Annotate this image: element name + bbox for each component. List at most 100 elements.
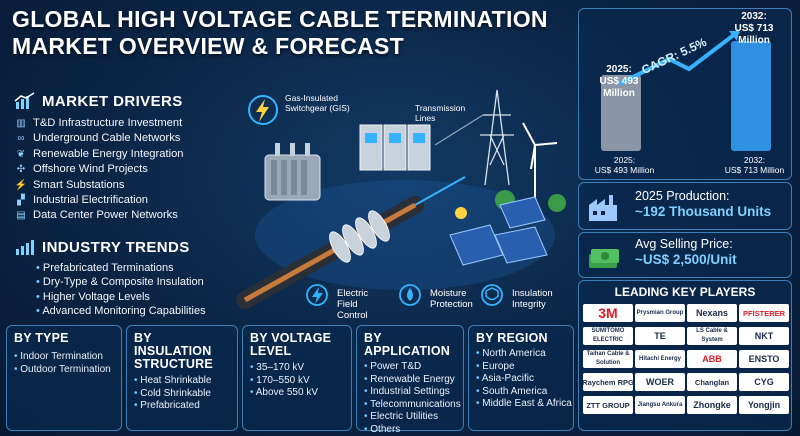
segment-item: Others (364, 424, 456, 436)
segment-item: Telecommunications (364, 399, 461, 412)
bar-chart-icon: ▥ (16, 118, 26, 129)
production-kpi: 2025 Production: ~192 Thousand Units (578, 182, 792, 230)
market-drivers-section: MARKET DRIVERS ▥T&D Infrastructure Inves… (14, 92, 234, 224)
feature-insulation-integrity: Insulation Integrity (512, 288, 553, 310)
substation-icon: ⚡ (14, 179, 28, 191)
segment-item: Electric Utilities (364, 411, 456, 424)
trend-item: Prefabricated Terminations (36, 261, 239, 275)
industry-trends-section: INDUSTRY TRENDS Prefabricated Terminatio… (14, 238, 239, 319)
factory-icon (589, 195, 617, 221)
segment-item: Asia-Pacific (476, 373, 566, 386)
segment-item: South America (476, 386, 566, 399)
driver-label: Underground Cable Networks (33, 132, 181, 145)
page-title: GLOBAL HIGH VOLTAGE CABLE TERMINATION MA… (12, 6, 572, 60)
segment-by-type: BY TYPE Indoor TerminationOutdoor Termin… (6, 325, 122, 431)
leaf-icon: ❦ (16, 148, 26, 160)
base-end-label: 2032: US$ 713 Million (724, 155, 785, 175)
player-logo: TE (635, 327, 685, 345)
segment-list: Indoor TerminationOutdoor Termination (14, 351, 114, 376)
player-logo: Jiangsu Ankura (635, 396, 685, 414)
driver-label: Renewable Energy Integration (33, 147, 184, 160)
segment-item: 170–550 kV (250, 375, 344, 388)
player-logo: ENSTO (739, 350, 789, 368)
driver-item: ∞ Underground Cable Networks (14, 131, 234, 146)
player-logo: 3M (583, 304, 633, 322)
forecast-bar-2025 (601, 74, 641, 151)
player-logo: ABB (687, 350, 737, 368)
transmission-lines-label: Transmission Lines (415, 103, 466, 123)
feature-electric-field: Electric Field Control (337, 288, 369, 321)
segment-item: Industrial Settings (364, 386, 456, 399)
growth-chart-icon (16, 240, 34, 255)
segment-item: Indoor Termination (14, 351, 114, 364)
cagr-arrow (618, 29, 741, 86)
driver-label: Data Center Power Networks (33, 209, 178, 222)
gis-switchgear-icon (359, 124, 431, 171)
driver-item: ▥T&D Infrastructure Investment (14, 116, 234, 131)
player-logo: NKT (739, 327, 789, 345)
driver-item: ▤Data Center Power Networks (14, 208, 234, 223)
segment-list: North AmericaEuropeAsia-PacificSouth Ame… (476, 348, 572, 411)
solar-panel-icon (449, 196, 548, 266)
segment-item: Heat Shrinkable (134, 375, 230, 388)
cable-termination-icon (236, 176, 466, 309)
wind-turbine-icon (522, 122, 558, 205)
market-drivers-heading: MARKET DRIVERS (14, 92, 234, 110)
price-text: Avg Selling Price: ~US$ 2,500/Unit (635, 237, 737, 267)
player-logo: Yongjin (739, 396, 789, 414)
title-line-1: GLOBAL HIGH VOLTAGE CABLE TERMINATION (12, 6, 548, 32)
key-players-heading: LEADING KEY PLAYERS (614, 285, 756, 299)
player-logo: ZTT GROUP (583, 396, 633, 414)
player-logo: Zhongke (687, 396, 737, 414)
driver-label: Smart Substations (33, 178, 125, 191)
segment-item: Outdoor Termination (14, 364, 114, 377)
title-line-2: MARKET OVERVIEW & FORECAST (12, 33, 405, 59)
player-logo: Prysmian Group (635, 304, 685, 322)
driver-item: ❦ Renewable Energy Integration (14, 147, 234, 162)
segment-by-insulation: BY INSULATION STRUCTURE Heat ShrinkableC… (126, 325, 238, 431)
transmission-tower-icon (434, 89, 514, 186)
trend-item: Higher Voltage Levels (36, 290, 239, 304)
cagr-arrow-head (729, 31, 739, 41)
segment-item: Prefabricated (134, 400, 230, 413)
segment-list: 35–170 kV170–550 kVAbove 550 kV (250, 362, 344, 400)
trend-item: Advanced Monitoring Capabilities (36, 304, 239, 318)
forecast-bar-2032 (731, 41, 771, 151)
start-value-label: 2025: US$ 493 Million (599, 64, 639, 99)
player-logo: Hitachi Energy (635, 350, 685, 368)
segment-item: Cold Shrinkable (134, 388, 230, 401)
player-logo: Changlan (687, 373, 737, 391)
market-drivers-list: ▥T&D Infrastructure Investment ∞ Undergrou… (14, 116, 234, 224)
trend-chart-icon (14, 92, 35, 109)
gis-label: Gas-Insulated Switchgear (GIS) (285, 93, 350, 113)
segment-item: Europe (476, 361, 566, 374)
segment-item: 35–170 kV (250, 362, 344, 375)
lightning-icon (248, 95, 278, 125)
driver-label: Offshore Wind Projects (33, 163, 148, 176)
cable-termination-illustration (236, 89, 566, 309)
moisture-drop-icon (399, 284, 421, 306)
segment-by-voltage: BY VOLTAGE LEVEL 35–170 kV170–550 kVAbov… (242, 325, 352, 431)
segment-by-application: BY APPLICATION Power T&DRenewable Energy… (356, 325, 464, 435)
cash-stack-icon (589, 249, 619, 268)
feature-moisture-protection: Moisture Protection (430, 288, 473, 310)
segment-item: Power T&D (364, 361, 456, 374)
player-logo: SUMITOMO ELECTRIC (583, 327, 633, 345)
electric-field-icon (306, 284, 328, 306)
production-text: 2025 Production: ~192 Thousand Units (635, 189, 772, 219)
player-logo: LS Cable & System (687, 327, 737, 345)
cable-icon: ∞ (17, 133, 25, 145)
driver-item: ⚡ Smart Substations (14, 178, 234, 193)
end-value-label: 2032: US$ 713 Million (734, 11, 774, 46)
segment-item: Above 550 kV (250, 387, 344, 400)
factory-icon: ▞ (17, 194, 25, 206)
forecast-panel: CAGR: 5.5% 2025: US$ 493 Million 2032: U… (578, 8, 792, 180)
shield-check-icon (481, 284, 503, 306)
player-logo: Nexans (687, 304, 737, 322)
wind-turbine-icon: ✣ (16, 164, 26, 176)
player-logo: Raychem RPG (583, 373, 633, 391)
driver-item: ▞Industrial Electrification (14, 193, 234, 208)
price-kpi: Avg Selling Price: ~US$ 2,500/Unit (578, 232, 792, 278)
